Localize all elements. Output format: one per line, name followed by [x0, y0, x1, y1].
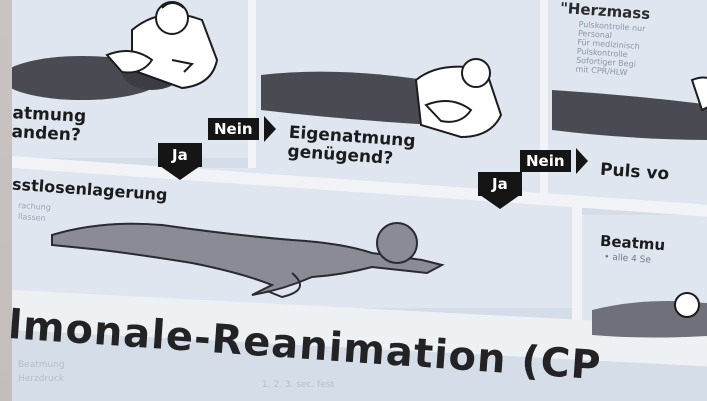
- arrow-down-1: [160, 166, 200, 180]
- question-breathing-left: atmung anden?: [11, 104, 87, 146]
- bottom-note-2: Herzdruck: [18, 374, 64, 384]
- patient-illustration-right: [552, 70, 707, 150]
- arrow-right-2: [576, 148, 588, 174]
- section-recovery-sub-2: llassen: [18, 212, 46, 223]
- recovery-position-illustration: [42, 195, 462, 305]
- label-no-2: Nein: [520, 150, 571, 172]
- ventilation-illustration: [592, 280, 707, 340]
- label-yes-2: Ja: [478, 172, 522, 196]
- arrow-right-1: [264, 116, 276, 142]
- bottom-note-3: 1. 2. 3. sec. fest: [262, 380, 334, 390]
- cpr-poster: "Herzmass Pulskontrolle nur Personal Für…: [12, 0, 707, 401]
- top-right-notes: Pulskontrolle nur Personal Für medizinis…: [575, 20, 646, 79]
- rescuer-illustration-left: [12, 0, 252, 110]
- arrow-down-2: [480, 195, 520, 209]
- bottom-note-1: Beatmung: [18, 360, 65, 370]
- label-no-1: Nein: [208, 118, 259, 140]
- label-yes-1: Ja: [158, 143, 202, 167]
